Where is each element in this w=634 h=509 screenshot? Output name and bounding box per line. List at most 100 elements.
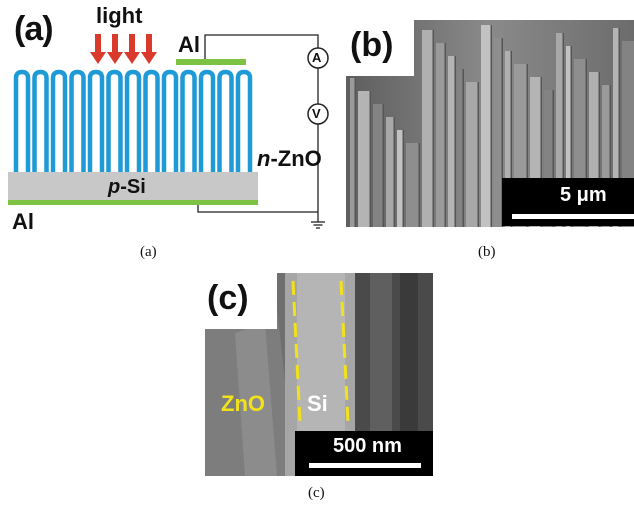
- sem-nanowire: [566, 46, 572, 227]
- sem-nanowire-edge: [609, 85, 611, 227]
- sem-nanowire-edge: [402, 130, 404, 227]
- panel-a: (a) light Al A V n-ZnO p-Si Al: [0, 0, 345, 235]
- light-arrow: [141, 34, 157, 64]
- panel-b-letter-box: [346, 20, 414, 76]
- p-si-substrate: [8, 172, 258, 202]
- caption-a: (a): [140, 244, 157, 260]
- zno-label: ZnO: [221, 391, 265, 416]
- nanowire: [124, 69, 142, 172]
- sem-nanowire-edge: [570, 46, 572, 227]
- sem-nanowire-edge: [454, 56, 456, 227]
- sem-nanowire: [481, 25, 492, 227]
- nanowire: [32, 69, 49, 172]
- panel-c: (c) ZnO Si 500 nm: [205, 273, 433, 476]
- si-core-boundary-left: [291, 280, 302, 424]
- sem-nanowire: [436, 43, 446, 227]
- al-bottom-label: Al: [12, 209, 34, 234]
- nanowire: [198, 69, 216, 172]
- sem-nanowire-edge: [382, 104, 384, 227]
- scale-bar-c: 500 nm: [295, 431, 433, 476]
- panel-b: (b) 5 μm: [346, 20, 634, 227]
- voltmeter-label: V: [312, 106, 321, 121]
- sem-nanowire: [350, 78, 356, 227]
- nanowire: [180, 69, 197, 172]
- scale-bar-c-label: 500 nm: [333, 435, 402, 457]
- nanowire: [106, 69, 123, 172]
- nanowire-device-schematic: [8, 34, 329, 229]
- light-arrow: [124, 34, 140, 64]
- substrate-label-prefix: p: [108, 176, 121, 198]
- sem-nanowire: [406, 143, 420, 227]
- al-top-contact: [176, 59, 246, 65]
- light-arrow: [90, 34, 106, 64]
- light-arrow: [107, 34, 123, 64]
- sem-nanowire: [386, 117, 395, 227]
- sem-nanowire-edge: [598, 72, 600, 227]
- sem-nanowire-edge: [526, 64, 528, 227]
- al-bottom-contact: [8, 200, 258, 205]
- si-label: Si: [307, 391, 328, 416]
- sem-nanowire: [373, 104, 384, 227]
- sem-nanowire-edge: [490, 25, 492, 227]
- nanowire: [69, 69, 86, 172]
- scale-bar-b-label: 5 μm: [560, 184, 607, 206]
- nanowire: [161, 69, 179, 172]
- sem-nanowire-edge: [501, 38, 503, 227]
- panel-a-letter: (a): [14, 10, 54, 48]
- nanowire: [143, 69, 160, 172]
- substrate-label: p-Si: [108, 176, 146, 199]
- sem-nanowire: [613, 28, 620, 227]
- nanowire-label-suffix: -ZnO: [270, 146, 322, 171]
- sem-nanowire: [589, 72, 600, 227]
- nanowire-label-prefix: n: [257, 146, 271, 171]
- sem-nanowire-edge: [393, 117, 395, 227]
- sem-nanowire: [494, 38, 503, 227]
- sem-nanowire-edge: [540, 77, 542, 227]
- nanowire: [235, 69, 253, 172]
- sem-nanowire: [556, 33, 564, 227]
- sem-nanowire: [602, 85, 611, 227]
- nanowire: [50, 69, 68, 172]
- sem-nanowire: [358, 91, 371, 227]
- sem-nanowire: [466, 82, 479, 227]
- scale-bar-b: 5 μm: [502, 178, 634, 226]
- nanowire: [217, 69, 234, 172]
- panel-c-letter: (c): [207, 279, 249, 317]
- panel-b-letter: (b): [350, 26, 394, 64]
- caption-b: (b): [478, 244, 496, 260]
- scale-bar-c-line: [309, 463, 421, 468]
- sem-nanowire: [458, 69, 464, 227]
- voltmeter-symbol: [307, 103, 329, 125]
- ammeter-symbol: [307, 47, 329, 69]
- sem-nanowire-edge: [354, 78, 356, 227]
- sem-nanowire-edge: [618, 28, 620, 227]
- sem-nanowire-edge: [369, 91, 371, 227]
- sem-nanowire-edge: [444, 43, 446, 227]
- panel-c-letter-box: [205, 273, 277, 329]
- sem-nanowire-edge: [562, 33, 564, 227]
- substrate-label-suffix: -Si: [120, 176, 146, 198]
- sem-nanowire-edge: [418, 143, 420, 227]
- ammeter-label: A: [312, 50, 322, 65]
- scale-bar-b-line: [512, 214, 634, 219]
- light-arrows: [90, 34, 157, 64]
- sem-nanowire-edge: [510, 51, 512, 227]
- sem-nanowire-edge: [585, 59, 587, 227]
- sem-nanowire-edge: [462, 69, 464, 227]
- zno-nanowires: [13, 69, 253, 172]
- nanowire: [13, 69, 31, 172]
- al-top-label: Al: [178, 32, 200, 57]
- sem-nanowire: [505, 51, 512, 227]
- sem-nanowire-edge: [432, 30, 434, 227]
- nanowire-label: n-ZnO: [257, 146, 322, 172]
- sem-nanowire: [544, 90, 554, 227]
- sem-nanowire: [422, 30, 434, 227]
- caption-c: (c): [308, 485, 325, 501]
- nanowire: [87, 69, 105, 172]
- sem-nanowire: [397, 130, 404, 227]
- sem-nanowire-edge: [552, 90, 554, 227]
- sem-nanowire: [448, 56, 456, 227]
- sem-nanowire-edge: [477, 82, 479, 227]
- light-label: light: [96, 3, 143, 28]
- si-core-boundary-right: [339, 280, 350, 424]
